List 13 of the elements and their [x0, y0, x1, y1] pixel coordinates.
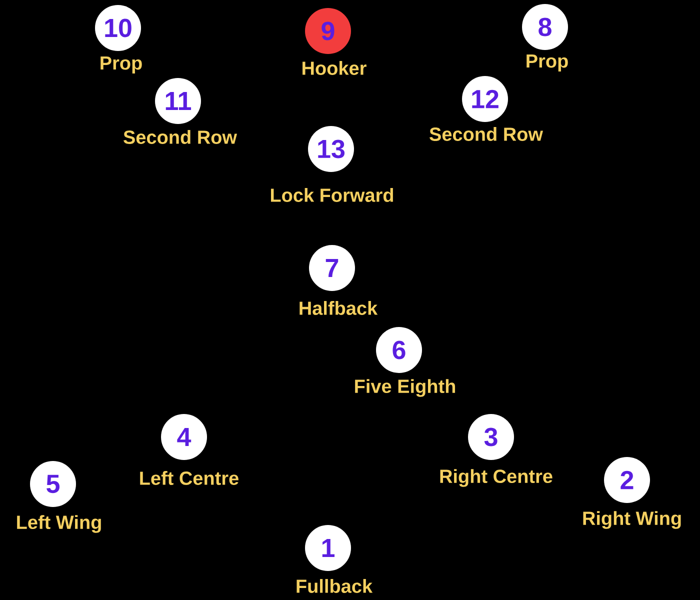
- position-label: Right Wing: [583, 511, 681, 529]
- position-label: Second Row: [430, 127, 544, 141]
- position-label: Prop: [526, 54, 568, 72]
- position-label: Second Row: [124, 130, 238, 144]
- position-label: Halfback: [300, 301, 378, 315]
- position-label: Fullback: [296, 579, 373, 593]
- position-label: Hooker: [302, 61, 366, 75]
- position-label: Right Centre: [440, 469, 552, 487]
- position-label: Left Wing: [17, 515, 101, 533]
- position-label: Left Centre: [140, 471, 238, 485]
- position-label: Five Eighth: [355, 379, 456, 397]
- position-label: Prop: [100, 56, 142, 74]
- position-label: Lock Forward: [271, 188, 394, 202]
